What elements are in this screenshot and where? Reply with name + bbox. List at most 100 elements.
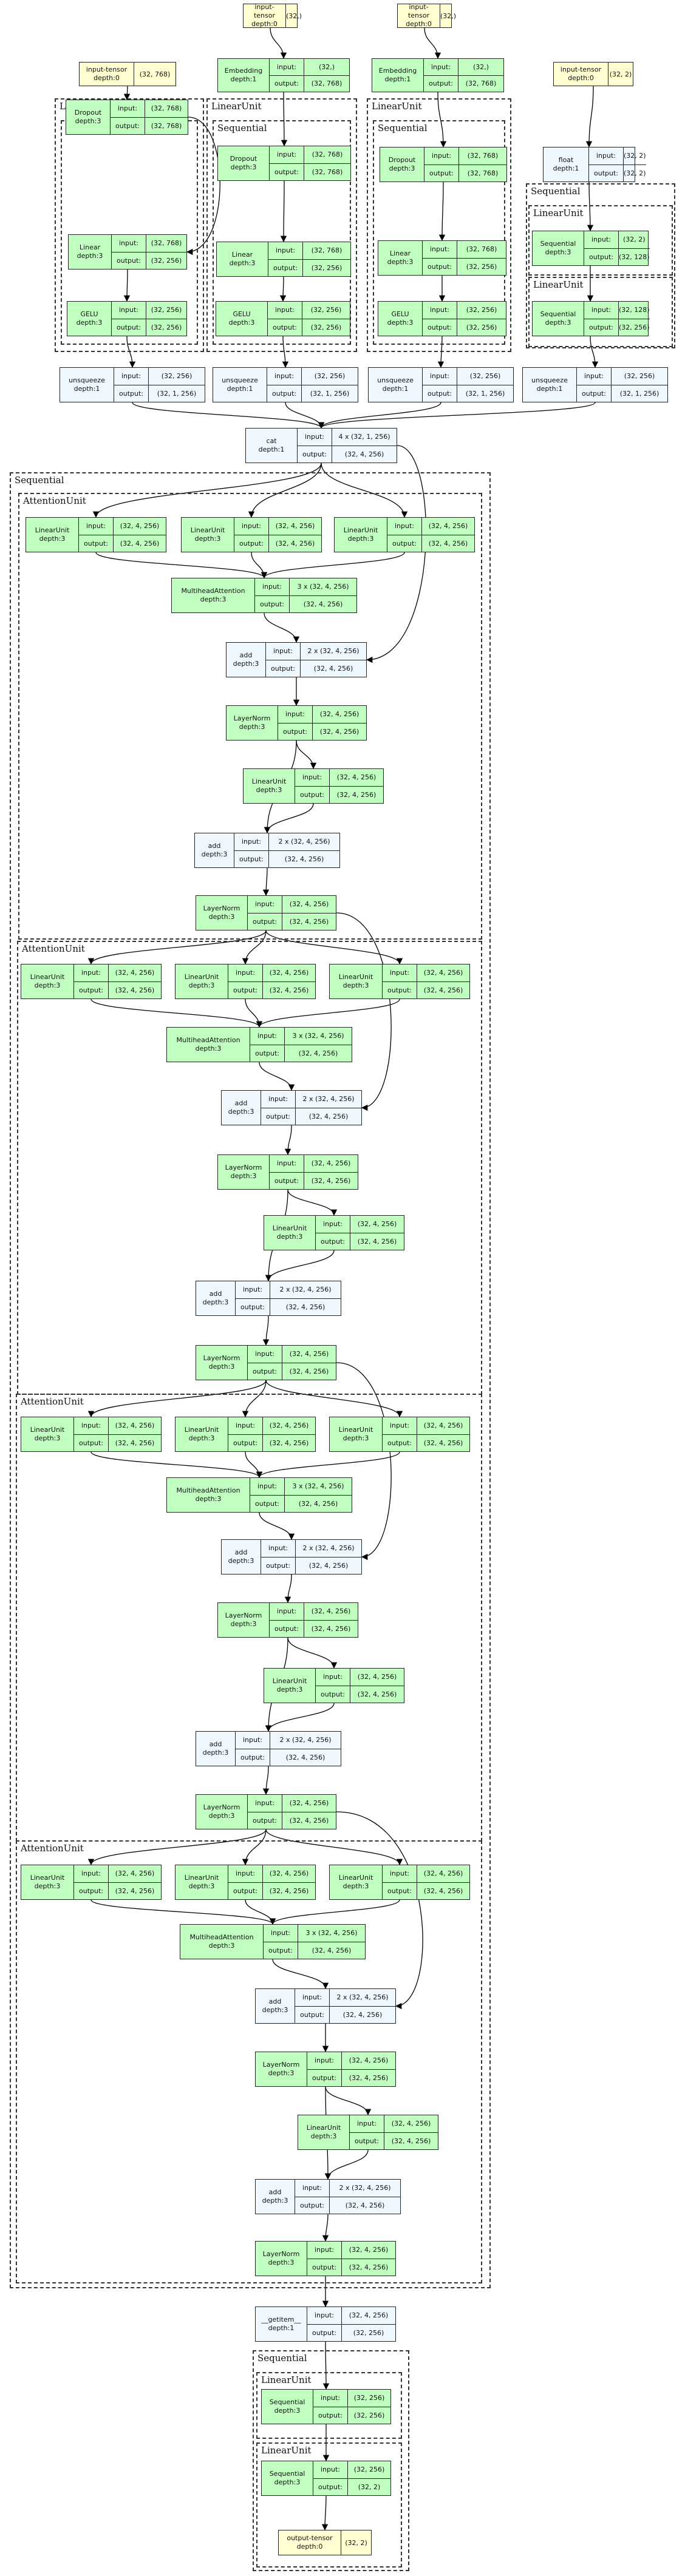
output-shape: (32, 768) <box>467 169 499 177</box>
edge-unsq3-to-cat <box>318 402 596 429</box>
node-depth: depth:0 <box>406 20 432 28</box>
input-shape: (32, 4, 256) <box>311 1607 351 1616</box>
input-label: input: <box>111 100 145 117</box>
output-shape: (32, 128) <box>619 253 650 261</box>
input-shape: (32, 4, 256) <box>336 773 377 782</box>
input-label: input: <box>423 368 457 385</box>
output-row: output:(32, 256) <box>313 2406 390 2424</box>
node-depth: depth:3 <box>268 2069 295 2077</box>
input-shape: 3 x (32, 4, 256) <box>292 1032 344 1040</box>
input-row: input:3 x (32, 4, 256) <box>250 1028 352 1045</box>
input-label: input: <box>313 2461 348 2478</box>
output-shape: (32, 256) <box>466 262 497 271</box>
input-label: input: <box>313 2390 348 2407</box>
node-name: LinearUnit <box>190 526 225 534</box>
input-label: input: <box>278 706 313 723</box>
input-shape: 3 x (32, 4, 256) <box>297 583 349 591</box>
output-row: output:(32, 256) <box>112 318 186 336</box>
input-label: input: <box>236 1732 270 1749</box>
group-linearunit-box: LinearUnit <box>256 2442 402 2568</box>
input-row: input:(32, 768) <box>268 242 350 259</box>
input-shape: (32, 4, 256) <box>319 710 360 719</box>
node-name: add <box>268 2188 282 2196</box>
node-name: GELU <box>80 310 98 318</box>
output-shape: (32, 4, 256) <box>115 1886 155 1895</box>
input-label: input: <box>383 1417 417 1434</box>
input-label: input: <box>248 1346 282 1363</box>
node-name: LinearUnit <box>30 1874 65 1882</box>
input-row: input:(32, 256) <box>268 302 350 319</box>
input-row: input:(32, 4, 256) <box>248 896 336 913</box>
node-depth: depth:3 <box>208 1812 235 1820</box>
output-shape: (32, 4, 256) <box>311 1176 351 1185</box>
